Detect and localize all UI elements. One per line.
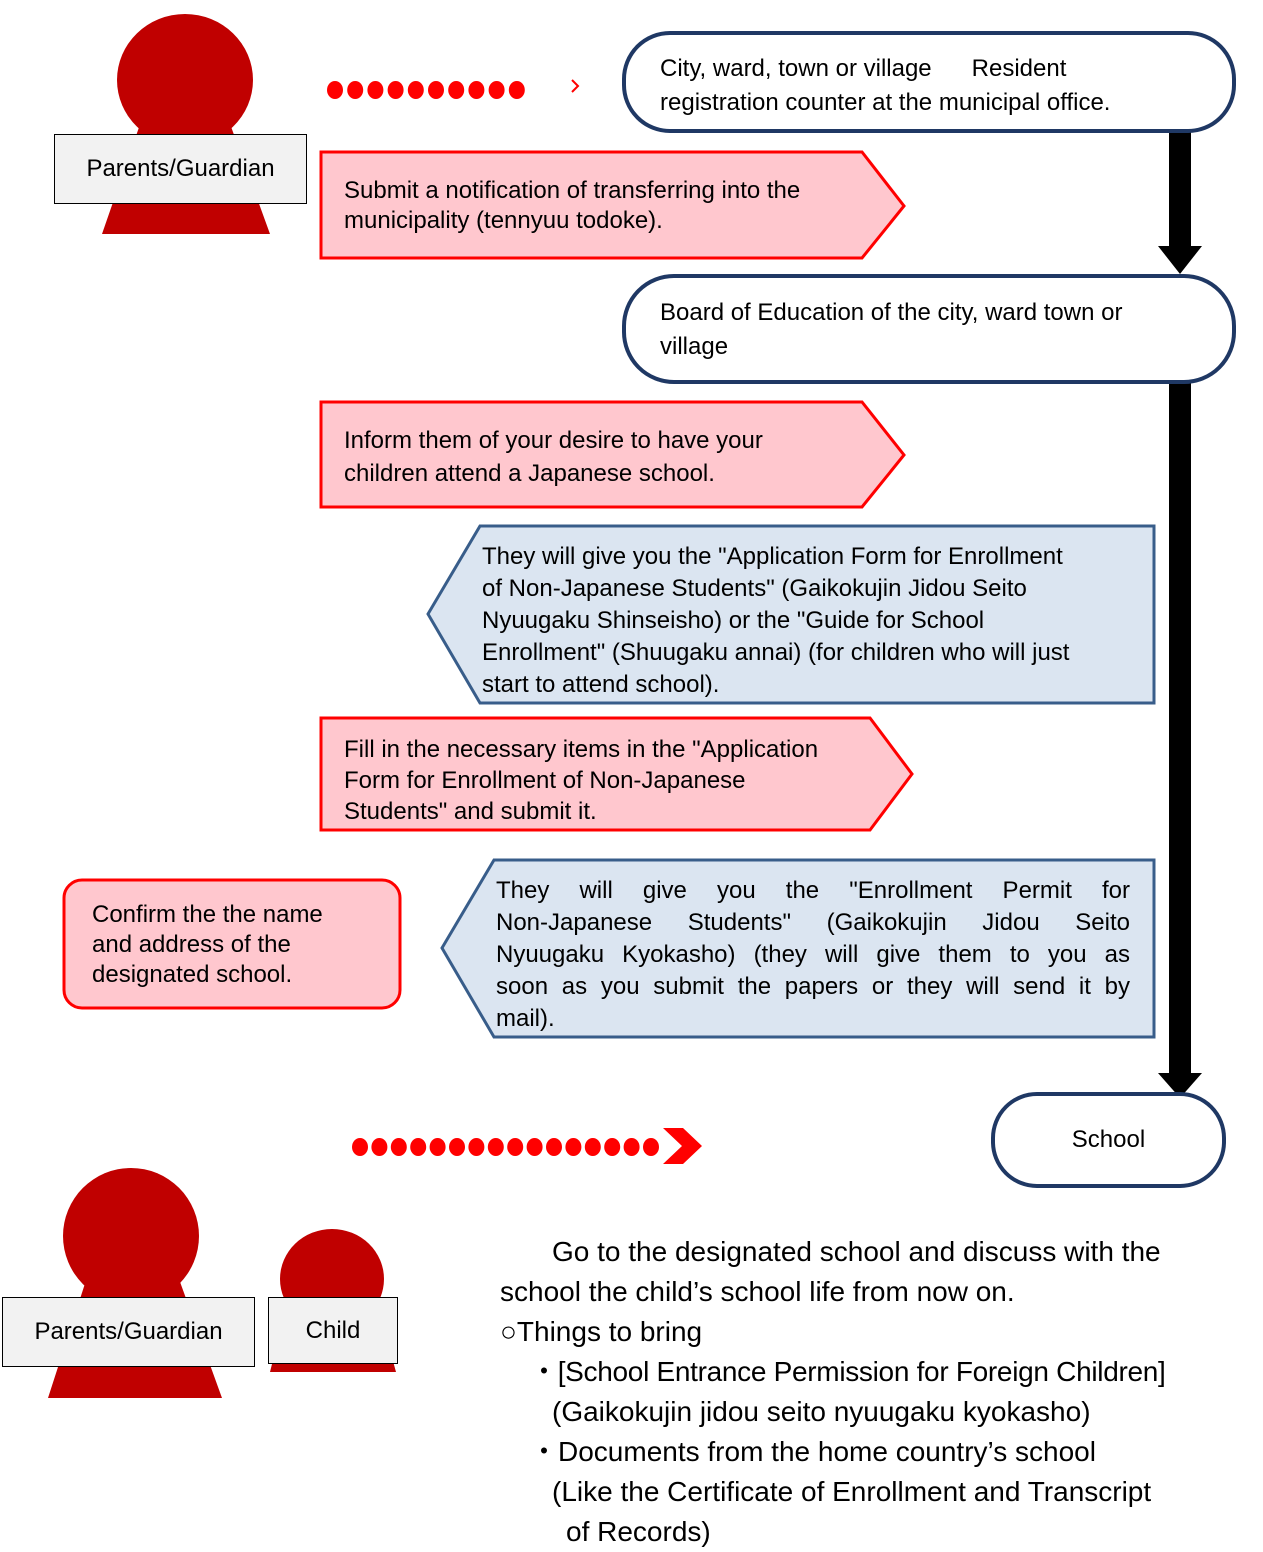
arrow-dot bbox=[428, 81, 444, 99]
reply-permit-text: They will give you the "Enrollment Permi… bbox=[496, 875, 1130, 1035]
reply-line: Non-Japanese Students" (Gaikokujin Jidou… bbox=[496, 909, 1130, 936]
arrow-dot bbox=[584, 1138, 601, 1156]
arrow-dot bbox=[327, 81, 343, 99]
arrow-dot bbox=[565, 1138, 582, 1156]
board-of-education-text: Board of Education of the city, ward tow… bbox=[660, 296, 1220, 364]
reply-line: Enrollment" (Shuugaku annai) (for childr… bbox=[482, 639, 1070, 666]
arrow-dot bbox=[347, 81, 364, 99]
bring-item-line: ・[School Entrance Permission for Foreign… bbox=[530, 1356, 1166, 1387]
school-box bbox=[991, 1092, 1226, 1188]
reply-line: start to attend school). bbox=[482, 671, 720, 698]
step-line: Inform them of your desire to have your bbox=[344, 427, 763, 454]
city-office-line: City, ward, town or village Resident bbox=[660, 55, 1067, 82]
arrow-dot bbox=[371, 1138, 388, 1156]
notes-intro-line: school the child’s school life from now … bbox=[500, 1276, 1015, 1307]
step-fill-in-form-shape bbox=[319, 716, 914, 832]
bring-item-line: ・Documents from the home country’s schoo… bbox=[530, 1436, 1096, 1467]
reply-line: Nyuugaku Shinseisho) or the "Guide for S… bbox=[482, 607, 985, 634]
city-office-line: registration counter at the municipal of… bbox=[660, 89, 1111, 116]
step-line: children attend a Japanese school. bbox=[344, 460, 715, 487]
reply-permit-shape bbox=[440, 858, 1156, 1039]
reply-line: of Non-Japanese Students" (Gaikokujin Ji… bbox=[482, 575, 1027, 602]
city-office-text: City, ward, town or village Resident reg… bbox=[660, 52, 1220, 120]
arrow-dot bbox=[429, 1138, 446, 1156]
things-to-bring-heading: ○Things to bring bbox=[500, 1316, 703, 1347]
arrow-dot bbox=[367, 81, 384, 99]
step-line: Students" and submit it. bbox=[344, 798, 597, 825]
arrow-dot bbox=[488, 81, 505, 99]
step-submit-notification-shape bbox=[319, 150, 906, 260]
child-label: Child bbox=[268, 1297, 398, 1364]
reply-application-shape bbox=[426, 524, 1156, 705]
arrow-dot bbox=[449, 1138, 465, 1156]
school-text: School bbox=[1071, 1126, 1146, 1153]
arrow-dot bbox=[604, 1138, 621, 1156]
arrow-dot bbox=[468, 81, 485, 99]
step-line: municipality (tennyuu todoke). bbox=[344, 207, 663, 234]
step-line: Form for Enrollment of Non-Japanese bbox=[344, 767, 746, 794]
arrow-dot bbox=[352, 1138, 368, 1156]
step-line: Submit a notification of transferring in… bbox=[344, 177, 801, 204]
bring-item-line: of Records) bbox=[566, 1516, 711, 1547]
bring-item-line: (Gaikokujin jidou seito nyuugaku kyokash… bbox=[552, 1396, 1091, 1427]
board-of-education-box bbox=[622, 274, 1236, 384]
confirm-school-text: Confirm the the name and address of the … bbox=[92, 900, 392, 990]
confirm-line: designated school. bbox=[92, 961, 293, 988]
arrow-dot bbox=[623, 1138, 640, 1156]
step-fill-in-form-text: Fill in the necessary items in the "Appl… bbox=[344, 734, 884, 827]
reply-line: They will give you the "Enrollment Permi… bbox=[496, 877, 1130, 904]
step-inform-desire-text: Inform them of your desire to have your … bbox=[344, 424, 864, 490]
city-office-box bbox=[622, 31, 1236, 133]
reply-line: soon as you submit the papers or they wi… bbox=[496, 973, 1130, 1000]
arrow-dot bbox=[390, 1138, 407, 1156]
confirm-line: Confirm the the name bbox=[92, 901, 323, 928]
dotted-arrow-top bbox=[327, 79, 580, 99]
step-line: Fill in the necessary items in the "Appl… bbox=[344, 736, 819, 763]
vertical-flow-line bbox=[1158, 128, 1202, 1098]
arrow-dot bbox=[387, 81, 404, 99]
step-inform-desire-shape bbox=[319, 400, 906, 509]
board-line: village bbox=[660, 333, 729, 360]
confirm-school-box bbox=[62, 878, 402, 1010]
arrow-dot bbox=[468, 1138, 485, 1156]
step-submit-notification-text: Submit a notification of transferring in… bbox=[344, 176, 864, 236]
arrow-dot bbox=[407, 81, 424, 99]
reply-application-text: They will give you the "Application Form… bbox=[482, 541, 1142, 701]
arrow-dot bbox=[526, 1138, 543, 1156]
reply-line: Nyuugaku Kyokasho) (they will give them … bbox=[496, 941, 1130, 968]
arrow-dot bbox=[487, 1138, 504, 1156]
arrow-dot bbox=[507, 1138, 524, 1156]
arrow-dot bbox=[546, 1138, 562, 1156]
dotted-arrow-bottom bbox=[352, 1128, 702, 1164]
arrow-dot bbox=[410, 1138, 427, 1156]
arrow-dot bbox=[448, 81, 465, 99]
reply-line: mail). bbox=[496, 1005, 555, 1032]
arrow-dot bbox=[643, 1138, 659, 1156]
arrow-dot bbox=[508, 81, 525, 99]
confirm-line: and address of the bbox=[92, 931, 291, 958]
reply-line: They will give you the "Application Form… bbox=[482, 543, 1063, 570]
school-visit-notes: Go to the designated school and discuss … bbox=[500, 1232, 1263, 1552]
parents-guardian-label-top: Parents/Guardian bbox=[54, 134, 307, 204]
board-line: Board of Education of the city, ward tow… bbox=[660, 299, 1123, 326]
bring-item-line: (Like the Certificate of Enrollment and … bbox=[552, 1476, 1152, 1507]
notes-intro-line: Go to the designated school and discuss … bbox=[552, 1236, 1161, 1267]
parents-guardian-label-bottom: Parents/Guardian bbox=[2, 1297, 255, 1367]
